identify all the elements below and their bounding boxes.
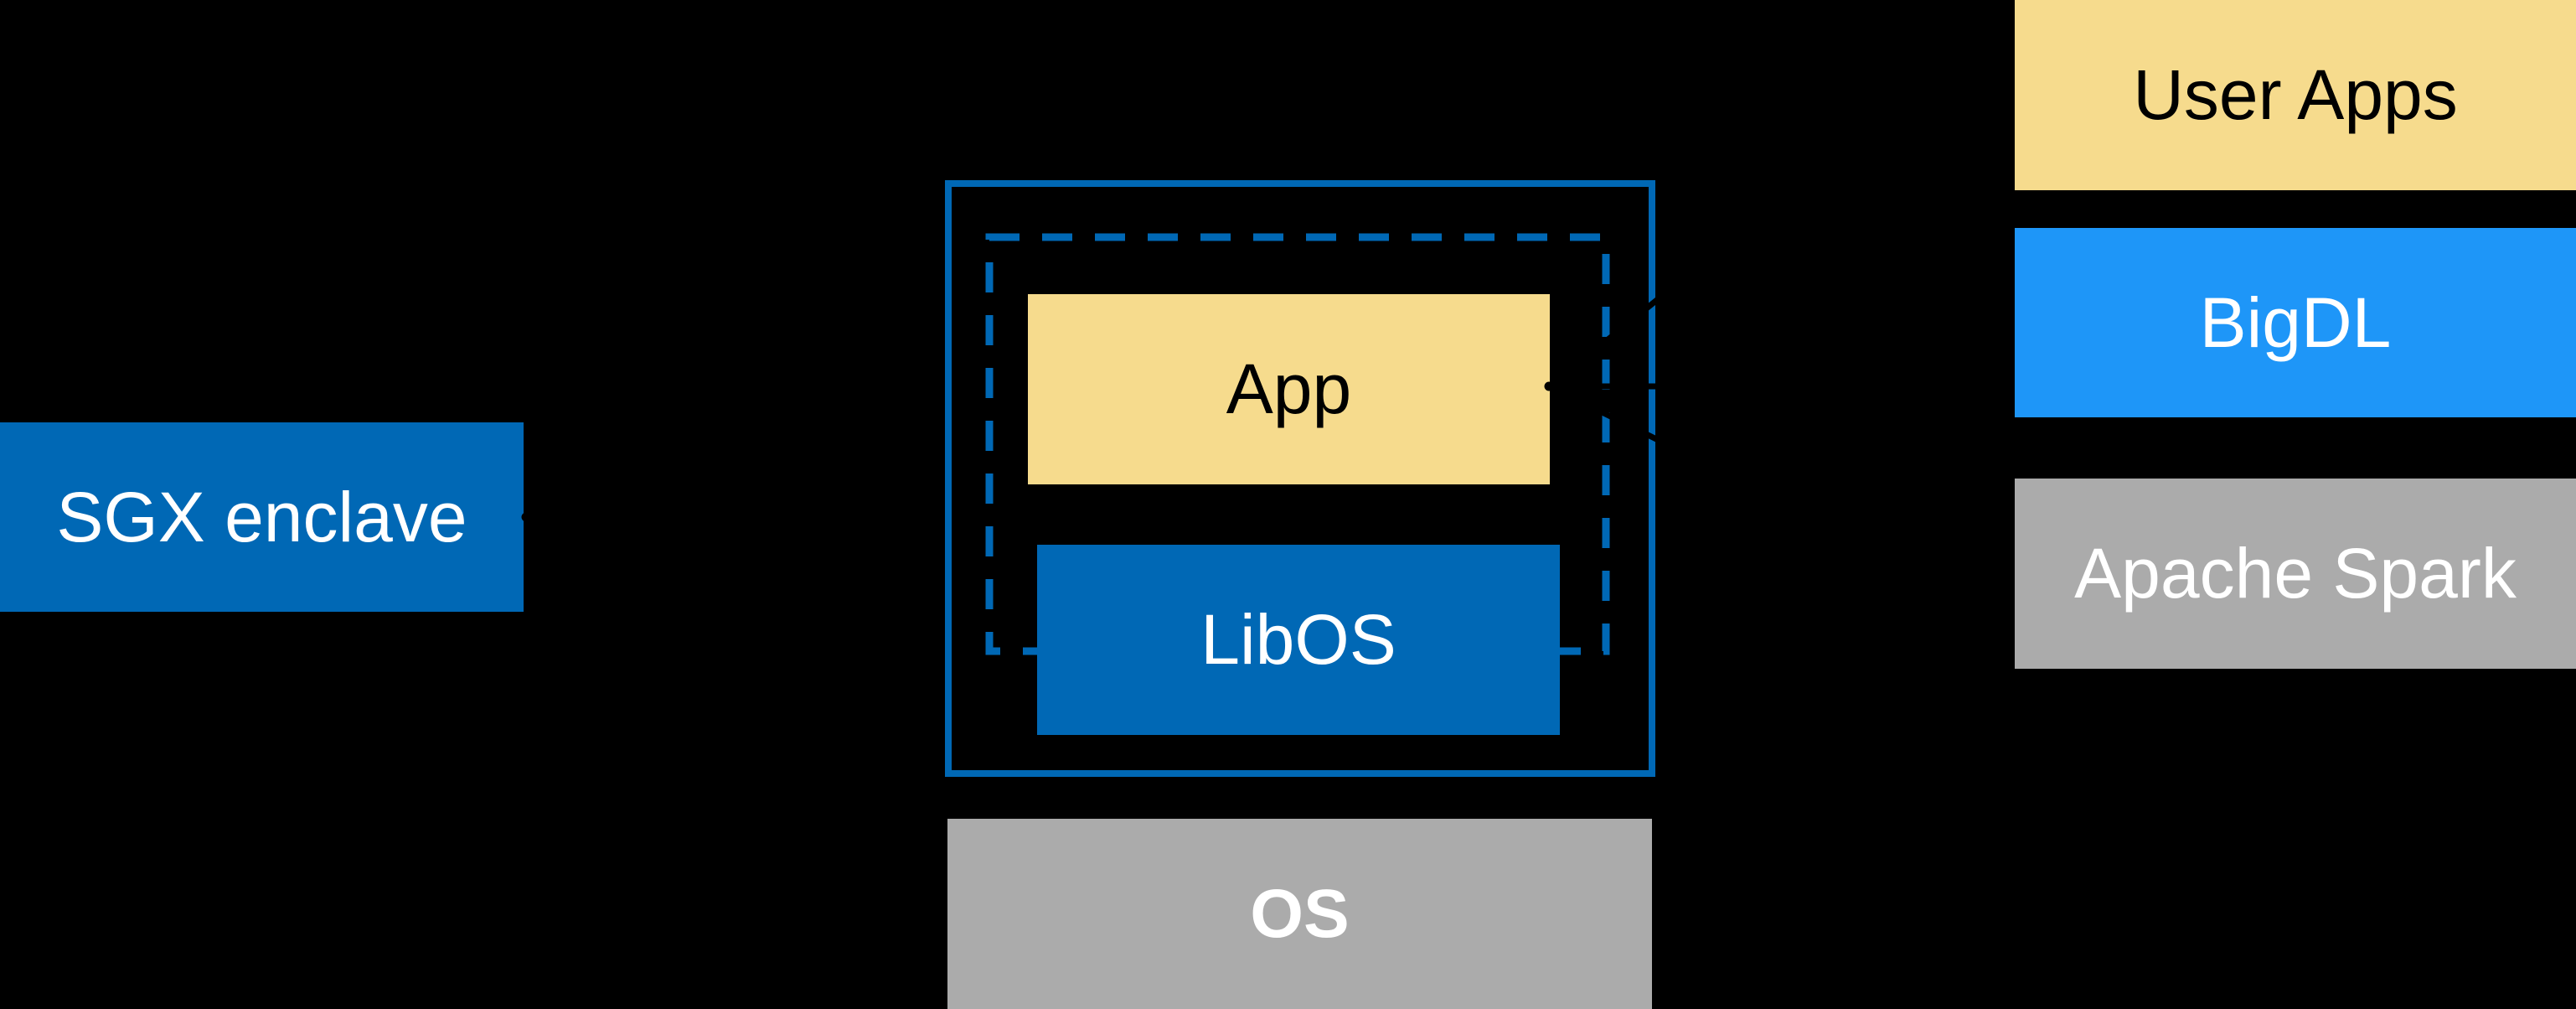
user-apps-box: User Apps bbox=[2015, 0, 2576, 190]
arrow-to-sgx-enclave bbox=[524, 407, 943, 627]
arrow-to-sgx-barb-upper bbox=[524, 407, 669, 520]
app-box: App bbox=[1028, 294, 1550, 484]
apache-spark-label: Apache Spark bbox=[2074, 534, 2517, 613]
sgx-enclave-box: SGX enclave bbox=[0, 422, 524, 612]
user-apps-label: User Apps bbox=[2133, 55, 2458, 134]
libos-box: LibOS bbox=[1037, 545, 1560, 735]
sgx-enclave-label: SGX enclave bbox=[56, 477, 467, 556]
arrow-to-sgx-barb-lower bbox=[524, 515, 669, 627]
os-box: OS bbox=[947, 819, 1652, 1009]
apache-spark-box: Apache Spark bbox=[2015, 479, 2576, 669]
app-label: App bbox=[1226, 349, 1352, 428]
bigdl-label: BigDL bbox=[2199, 282, 2392, 362]
enclave-process-box bbox=[945, 180, 1655, 777]
libos-label: LibOS bbox=[1200, 600, 1396, 679]
os-label: OS bbox=[1250, 875, 1350, 952]
bigdl-box: BigDL bbox=[2015, 228, 2576, 417]
